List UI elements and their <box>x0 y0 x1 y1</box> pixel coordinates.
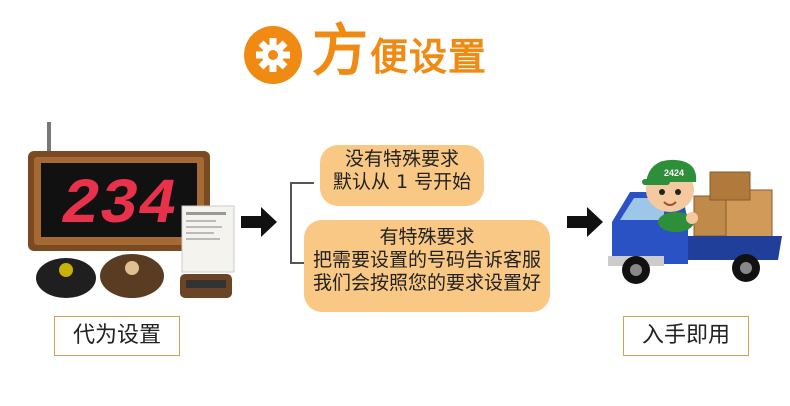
option-default-line: 没有特殊要求 <box>344 148 459 170</box>
truck-tag: 2424 <box>664 168 684 178</box>
option-custom: 有特殊要求 把需要设置的号码告诉客服 我们会按照您的要求设置好 <box>304 220 550 312</box>
title-first-char: 方 <box>312 19 368 84</box>
arrow-right-icon <box>567 207 603 237</box>
option-custom-line: 我们会按照您的要求设置好 <box>312 272 541 294</box>
label-preconfigured: 代为设置 <box>54 316 180 356</box>
title-rest: 便设置 <box>370 35 488 79</box>
option-default-line: 默认从 1 号开始 <box>332 171 472 193</box>
delivery-truck-image: 2424 <box>606 152 784 286</box>
label-ready-to-use: 入手即用 <box>623 316 749 356</box>
gear-icon <box>244 26 302 84</box>
option-default: 没有特殊要求 默认从 1 号开始 <box>320 145 484 206</box>
bracket <box>290 182 314 264</box>
option-custom-line: 把需要设置的号码告诉客服 <box>312 249 541 271</box>
display-number: 234 <box>61 170 176 242</box>
option-custom-line: 有特殊要求 <box>379 226 475 248</box>
arrow-right-icon <box>241 207 277 237</box>
page-title: 方 便设置 <box>244 22 544 86</box>
product-image: 234 <box>24 118 236 308</box>
